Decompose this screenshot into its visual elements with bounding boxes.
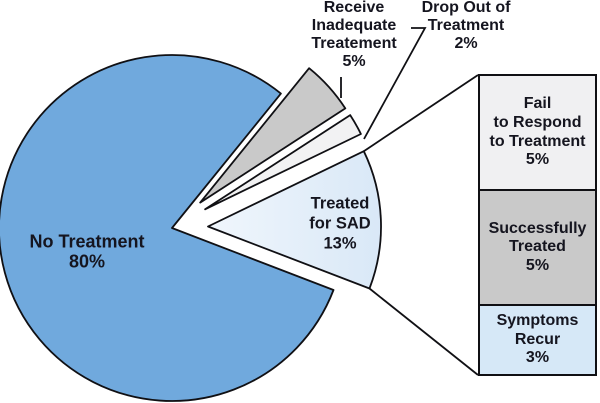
leader-drop-out (363, 27, 427, 140)
connector-top (363, 74, 479, 152)
pie-slice-drop-out-of-treatment (204, 114, 362, 211)
pie-label-treated-for-sad: Treated for SAD 13% (309, 194, 371, 252)
connector-bottom (368, 287, 479, 376)
pie-slice-receive-inadequate-treatement (199, 67, 347, 204)
breakdown-bar: Fail to Respond to Treatment 5% Successf… (478, 74, 597, 376)
pie-label-receive-inadequate-treatement: Receive Inadequate Treatement 5% (311, 0, 397, 71)
pie-slice-no-treatment (0, 54, 335, 402)
pie-label-no-treatment: No Treatment 80% (29, 231, 145, 272)
breakdown-segment-successfully-treated: Successfully Treated 5% (480, 189, 595, 305)
pie-slice-treated-for-sad (207, 150, 382, 290)
breakdown-segment-fail-to-respond: Fail to Respond to Treatment 5% (480, 76, 595, 190)
pie-label-drop-out-of-treatment: Drop Out of Treatment 2% (421, 0, 511, 53)
breakdown-segment-symptoms-recur: Symptoms Recur 3% (480, 304, 595, 374)
